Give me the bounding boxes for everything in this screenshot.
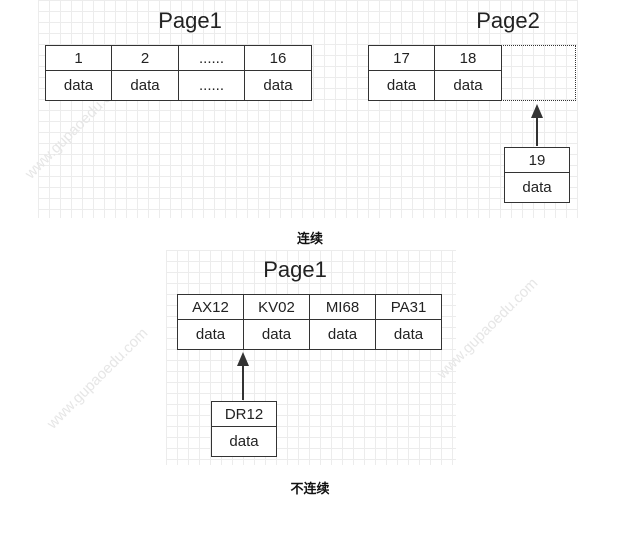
incoming-key-cell: 19 bbox=[504, 147, 570, 173]
bottom-key-cell: PA31 bbox=[375, 294, 442, 320]
page1-value-cell: data bbox=[244, 70, 312, 101]
page1-key-cell: 16 bbox=[244, 45, 312, 71]
incoming-value-cell: data bbox=[504, 172, 570, 203]
page2-title: Page2 bbox=[476, 8, 540, 33]
arrow-top-insert bbox=[531, 104, 543, 146]
arrow-bottom-insert bbox=[237, 352, 249, 400]
bottom-value-cell: data bbox=[243, 319, 310, 350]
page2-key-cell: 17 bbox=[368, 45, 435, 71]
bottom-key-cell: KV02 bbox=[243, 294, 310, 320]
bottom-incoming-key-cell: DR12 bbox=[211, 401, 277, 427]
page2-value-cell: data bbox=[434, 70, 502, 101]
page1-value-cell: ...... bbox=[178, 70, 245, 101]
page1-value-cell: data bbox=[45, 70, 112, 101]
bottom-value-cell: data bbox=[375, 319, 442, 350]
caption-non-contiguous: 不连续 bbox=[290, 481, 330, 496]
page1-key-cell: 1 bbox=[45, 45, 112, 71]
page1-value-cell: data bbox=[111, 70, 179, 101]
bottom-value-cell: data bbox=[309, 319, 376, 350]
page2-empty-slot bbox=[501, 45, 576, 101]
bottom-incoming-value-cell: data bbox=[211, 426, 277, 457]
bottom-value-cell: data bbox=[177, 319, 244, 350]
page1-title: Page1 bbox=[158, 8, 222, 33]
page2-value-cell: data bbox=[368, 70, 435, 101]
top-grid-panel bbox=[38, 0, 578, 218]
bottom-key-cell: MI68 bbox=[309, 294, 376, 320]
caption-contiguous: 连续 bbox=[296, 231, 323, 246]
page1-key-cell: ...... bbox=[178, 45, 245, 71]
bottom-key-cell: AX12 bbox=[177, 294, 244, 320]
bottom-page-title: Page1 bbox=[263, 257, 327, 282]
